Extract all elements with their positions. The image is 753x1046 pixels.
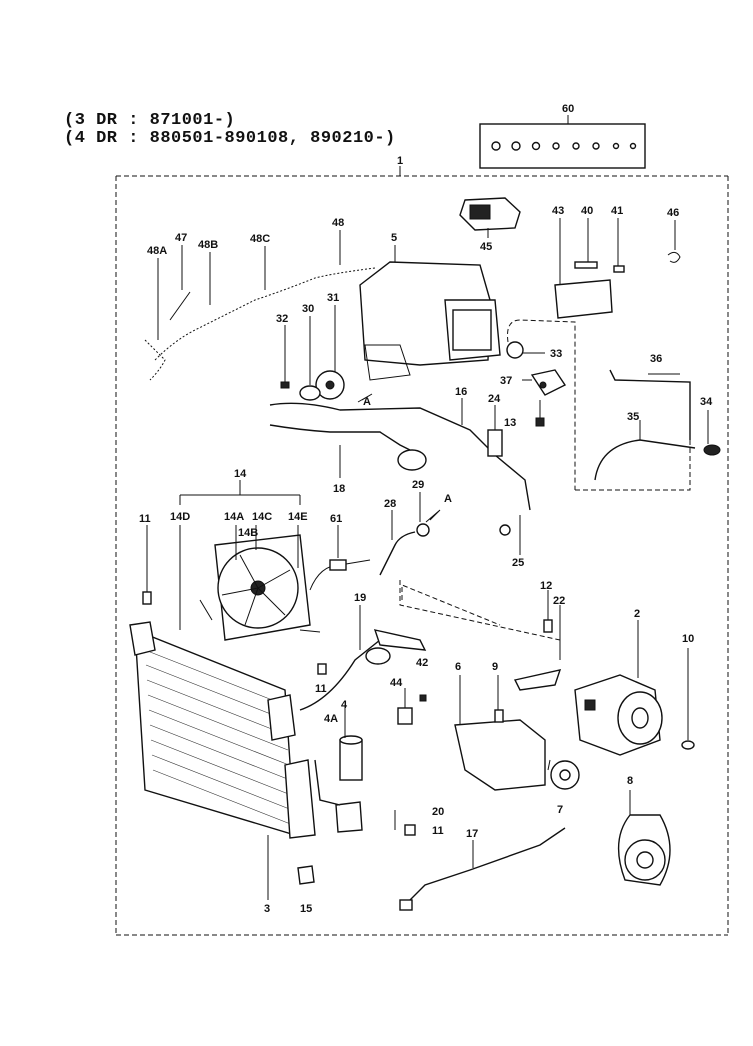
callout-30: 30 — [302, 303, 314, 315]
condenser-3 — [129, 621, 316, 900]
callout-46: 46 — [667, 207, 679, 219]
callout-15: 15 — [300, 903, 312, 915]
callout-48C: 48C — [250, 233, 270, 245]
callout-42: 42 — [416, 657, 428, 669]
callout-37: 37 — [500, 375, 512, 387]
view-arrow-a-upper — [357, 393, 373, 403]
callout-35: 35 — [627, 411, 639, 423]
callout-25: 25 — [512, 557, 524, 569]
callout-5: 5 — [391, 232, 397, 244]
compressor-bracket-6 — [454, 590, 562, 791]
callout-48A: 48A — [147, 245, 167, 257]
callout-3: 3 — [264, 903, 270, 915]
sensor-44 — [397, 707, 413, 725]
callout-a-upper: A — [363, 396, 371, 408]
magnetic-clutch-8 — [617, 790, 671, 886]
callout-19: 19 — [354, 592, 366, 604]
sensor-33-37 — [506, 319, 576, 490]
view-arrow-a-lower — [425, 509, 441, 523]
wiring-harness-48 — [144, 230, 376, 381]
callout-33: 33 — [550, 348, 562, 360]
callout-7: 7 — [557, 804, 563, 816]
plug-kit-60 — [479, 115, 646, 169]
callout-61: 61 — [330, 513, 342, 525]
callout-9: 9 — [492, 661, 498, 673]
bracket-43 — [554, 218, 625, 319]
callout-6: 6 — [455, 661, 461, 673]
callout-11-lower: 11 — [432, 825, 444, 837]
connector-61 — [309, 525, 371, 591]
condenser-fan-14 — [179, 480, 321, 641]
callout-18: 18 — [333, 483, 345, 495]
bolt-42 — [419, 694, 427, 702]
drain-hoses-34-35-36 — [575, 369, 721, 491]
callout-48B: 48B — [198, 239, 218, 251]
callout-14D: 14D — [170, 511, 190, 523]
callout-40: 40 — [581, 205, 593, 217]
compressor-2 — [574, 620, 663, 756]
callout-11-left: 11 — [139, 513, 151, 525]
clip-46 — [667, 251, 681, 263]
cap-15 — [297, 865, 315, 885]
bolt-11-lower — [404, 824, 416, 836]
callout-45: 45 — [480, 241, 492, 253]
switch-45 — [459, 197, 521, 238]
callout-10: 10 — [682, 633, 694, 645]
idler-pulley-7 — [547, 759, 580, 790]
header-line-4dr: (4 DR : 880501-890108, 890210-) — [64, 129, 396, 148]
callout-14: 14 — [234, 468, 247, 480]
callout-14A: 14A — [224, 511, 244, 523]
evaporator-unit-5 — [359, 245, 501, 381]
callout-2: 2 — [634, 608, 640, 620]
callout-32: 32 — [276, 313, 288, 325]
callout-14C: 14C — [252, 511, 272, 523]
callout-44: 44 — [390, 677, 403, 689]
liquid-tube-17 — [399, 827, 566, 911]
callout-4: 4 — [341, 699, 348, 711]
assembly-frame — [115, 175, 729, 936]
header-line-3dr: (3 DR : 871001-) — [64, 111, 236, 130]
callout-48: 48 — [332, 217, 344, 229]
callout-13: 13 — [504, 417, 516, 429]
callout-4A: 4A — [324, 713, 338, 725]
callout-29: 29 — [412, 479, 424, 491]
drain-plug-10 — [681, 740, 695, 750]
callout-47: 47 — [175, 232, 187, 244]
callout-1: 1 — [397, 155, 403, 167]
callout-11-middle: 11 — [315, 683, 327, 695]
callout-28: 28 — [384, 498, 396, 510]
blower-motor-30-31 — [280, 305, 345, 401]
callout-43: 43 — [552, 205, 564, 217]
receiver-drier-4-hose-19 — [299, 584, 501, 833]
callout-17: 17 — [466, 828, 478, 840]
callout-60: 60 — [562, 103, 574, 115]
callout-41: 41 — [611, 205, 623, 217]
bolt-11-left — [142, 591, 152, 605]
discharge-hose-28-29 — [379, 492, 430, 576]
bolt-11-middle — [317, 663, 327, 675]
callout-14E: 14E — [288, 511, 308, 523]
model-applicability-header: (3 DR : 871001-) (4 DR : 880501-890108, … — [64, 112, 396, 148]
callout-8: 8 — [627, 775, 633, 787]
callout-34: 34 — [700, 396, 713, 408]
callout-a-lower: A — [444, 493, 452, 505]
callout-31: 31 — [327, 292, 339, 304]
callout-20: 20 — [432, 806, 444, 818]
callout-14B: 14B — [238, 527, 258, 539]
callout-16: 16 — [455, 386, 467, 398]
callout-12: 12 — [540, 580, 552, 592]
refrigerant-lines-16-18 — [269, 398, 531, 555]
callout-36: 36 — [650, 353, 662, 365]
callout-22: 22 — [553, 595, 565, 607]
callout-24: 24 — [488, 393, 501, 405]
